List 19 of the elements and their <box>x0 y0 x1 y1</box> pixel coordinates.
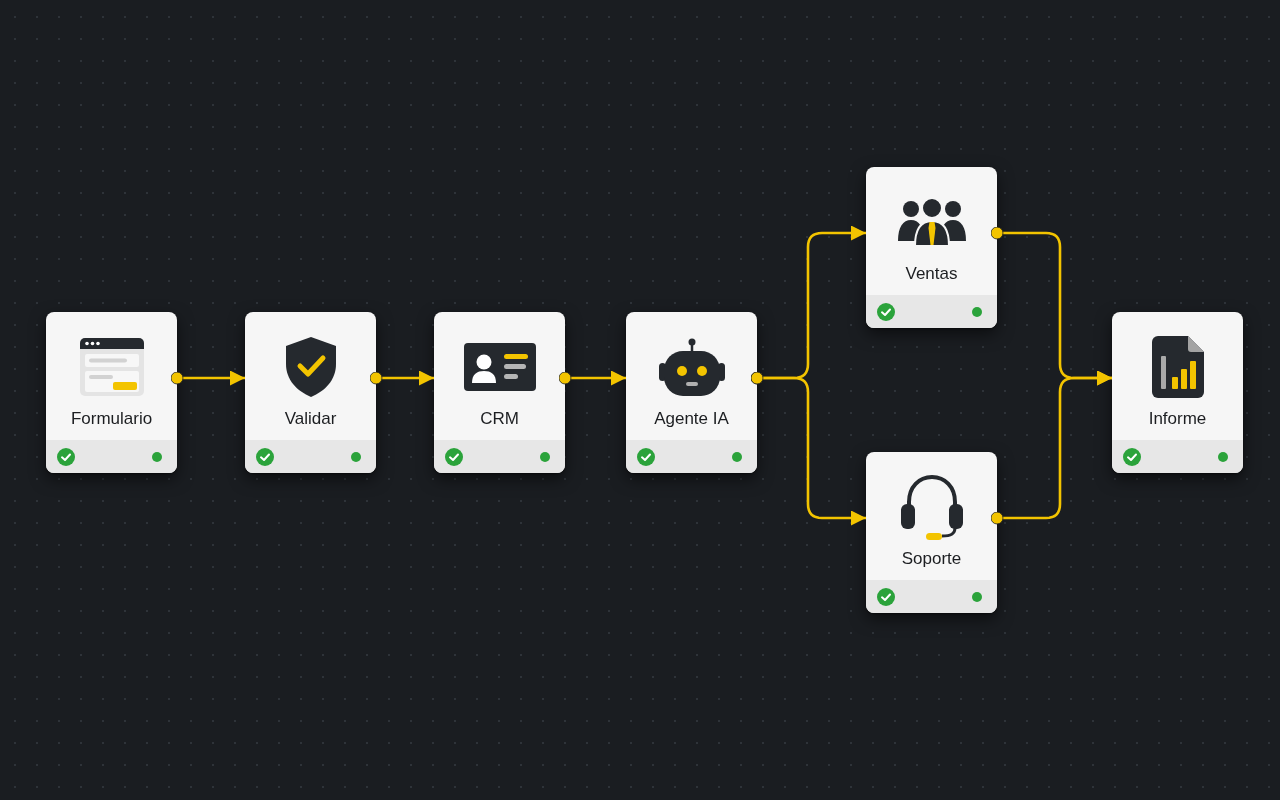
connector-arrow <box>170 370 245 386</box>
node-label: Validar <box>284 408 337 430</box>
connector-arrow <box>558 370 626 386</box>
process-card <box>866 452 997 613</box>
node-label: Informe <box>1148 408 1207 430</box>
process-card <box>1112 312 1243 473</box>
connector-arrow <box>990 370 1112 525</box>
node-label: Formulario <box>70 408 153 430</box>
process-card <box>626 312 757 473</box>
connector-arrow <box>369 370 434 386</box>
process-card <box>245 312 376 473</box>
process-card <box>434 312 565 473</box>
process-card <box>866 167 997 328</box>
connector-arrow <box>750 371 866 526</box>
node-label: Agente IA <box>654 408 729 430</box>
node-label: Ventas <box>905 263 958 285</box>
node-label: CRM <box>480 408 519 430</box>
process-card <box>46 312 177 473</box>
node-label: Soporte <box>901 548 962 570</box>
